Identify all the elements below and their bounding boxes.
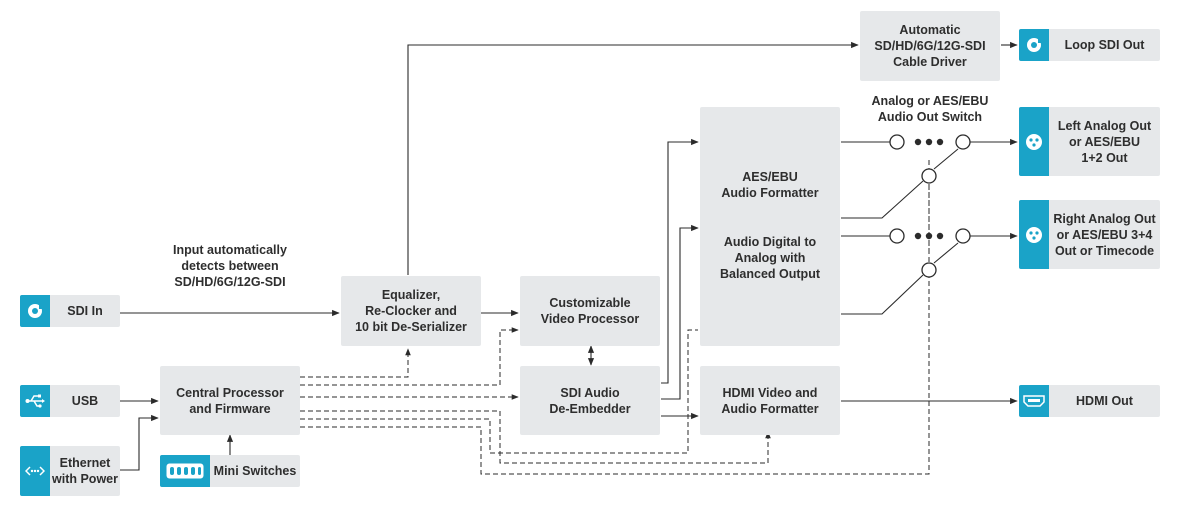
usb-port: USB [20,385,120,417]
ctrl-to-video-processor [300,327,519,386]
loop-sdi-out-port: Loop SDI Out [1019,29,1160,61]
xlr-connector-icon [1019,107,1049,176]
wire-audio-to-aes-top [661,138,699,384]
hdmi-out-port: HDMI Out [1019,385,1160,417]
hdmi-out-label: HDMI Out [1076,394,1133,408]
usb-icon [20,385,50,417]
ethernet-icon [20,446,50,496]
mini-switches-label: Mini Switches [213,464,297,478]
switch-dot [925,232,933,240]
switch-dot [914,138,922,146]
switch-note: Analog or AES/EBU Audio Out Switch [871,94,989,124]
sdi-audio-block: SDI Audio De-Embedder [520,366,660,435]
mini-switches-port: Mini Switches [160,455,300,487]
sdi-in-label: SDI In [67,304,103,318]
switch-arm-left [933,148,959,170]
ctrl-to-hdmi-formatter [300,410,771,464]
switch-dot [936,232,944,240]
switch-arm-right [933,242,959,264]
wire-equalizer-to-cable-driver [407,41,859,275]
aes-audio-block: AES/EBU Audio Formatter Audio Digital to… [700,107,840,346]
switch-contact-right-c [921,262,937,278]
wire-aes-bottom [841,274,924,315]
left-analog-out-label: Left Analog Out or AES/EBU 1+2 Out [1057,118,1152,165]
right-analog-out-label: Right Analog Out or AES/EBU 3+4 Out or T… [1053,211,1156,258]
audio-d2a-label: Audio Digital to Analog with Balanced Ou… [719,235,820,281]
hdmi-formatter-block: HDMI Video and Audio Formatter [700,366,840,435]
switch-contact-right-b [955,228,971,244]
xlr-connector-icon [1019,200,1049,269]
ctrl-to-equalizer [300,348,411,378]
equalizer-block: Equalizer, Re-Clocker and 10 bit De-Seri… [341,276,481,346]
hdmi-connector-icon [1019,385,1049,417]
switch-contact-right-a [889,228,905,244]
bnc-connector-icon [1019,29,1049,61]
switch-contact-left-a [889,134,905,150]
ethernet-port: Ethernet with Power [20,446,120,496]
dip-switch-icon [160,455,210,487]
switch-dot [925,138,933,146]
aes-formatter-label: AES/EBU Audio Formatter [721,170,819,200]
switch-dot [914,232,922,240]
wire-audio-to-aes-mid [661,224,699,400]
loop-sdi-out-label: Loop SDI Out [1064,38,1145,52]
right-analog-out-port: Right Analog Out or AES/EBU 3+4 Out or T… [1019,200,1160,269]
central-processor-block: Central Processor and Firmware [160,366,300,435]
ctrl-to-switches [300,188,930,475]
bnc-connector-icon [20,295,50,327]
wire-ethernet-to-cpu [120,414,159,471]
wire-aes-mid-upper [841,180,924,219]
ctrl-to-aes-1 [300,329,698,454]
ethernet-label: Ethernet with Power [52,456,118,486]
cable-driver-block: Automatic SD/HD/6G/12G-SDI Cable Driver [860,11,1000,81]
sdi-in-port: SDI In [20,295,120,327]
switch-contact-left-c [921,168,937,184]
left-analog-out-port: Left Analog Out or AES/EBU 1+2 Out [1019,107,1160,176]
switch-contact-left-b [955,134,971,150]
input-note: Input automatically detects between SD/H… [173,243,287,289]
video-processor-block: Customizable Video Processor [520,276,660,346]
usb-label: USB [71,394,99,408]
switch-dot [936,138,944,146]
